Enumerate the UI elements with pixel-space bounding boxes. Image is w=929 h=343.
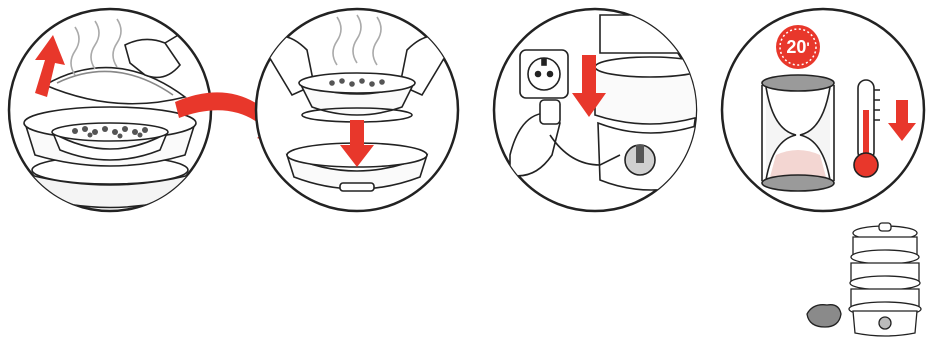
step-cool-down: 20' (718, 5, 928, 215)
sponge-icon (807, 305, 841, 327)
step-empty-tray (252, 5, 462, 215)
timer-value: 20' (776, 33, 820, 61)
steamer-icon (805, 219, 923, 339)
step-unplug (490, 5, 700, 215)
